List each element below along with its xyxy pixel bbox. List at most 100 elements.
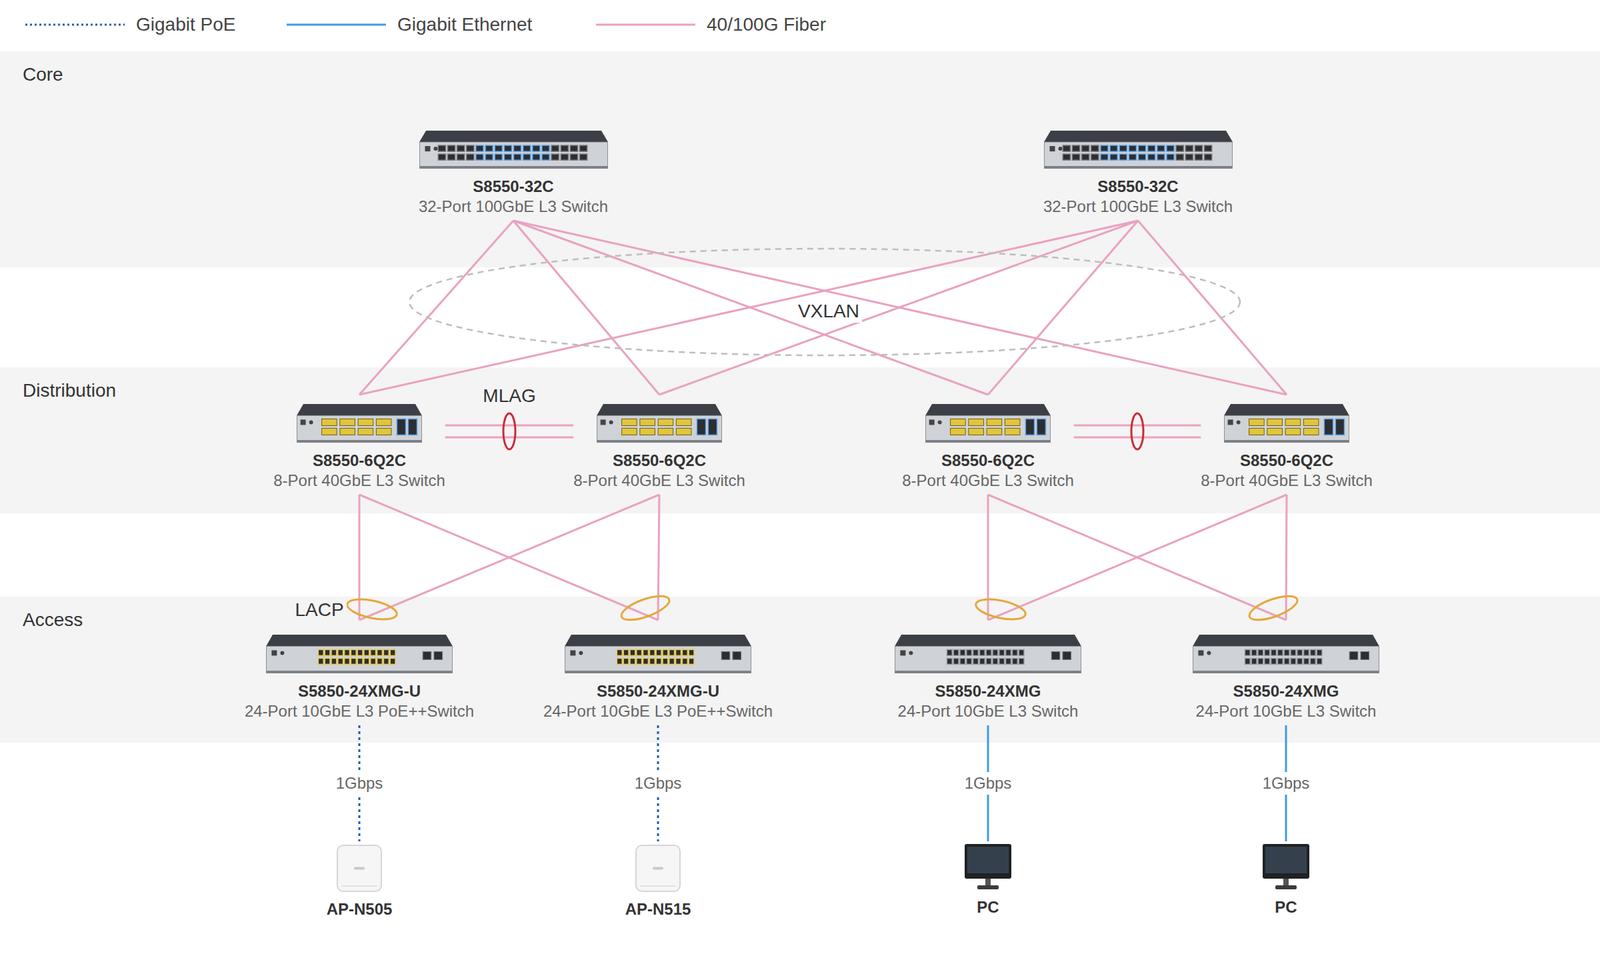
- device-description: 24-Port 10GbE L3 PoE++Switch: [244, 701, 474, 722]
- layer-band: AccessS5850-24XMG-U24-Port 10GbE L3 PoE+…: [0, 596, 1600, 743]
- switch-device: S8550-6Q2C8-Port 40GbE L3 Switch: [1200, 394, 1372, 495]
- monitor-neck: [1283, 878, 1289, 886]
- legend-line: [25, 24, 125, 26]
- monitor-screen: [967, 846, 1009, 874]
- switch-top: [419, 130, 608, 142]
- band-ground: [0, 367, 1600, 514]
- port-row: [424, 145, 587, 160]
- legend-sample: [286, 20, 386, 29]
- switch-device: S8550-32C32-Port 100GbE L3 Switch: [1043, 130, 1233, 221]
- device-icon: [894, 634, 1082, 674]
- switch-device: S8550-6Q2C8-Port 40GbE L3 Switch: [573, 394, 745, 495]
- monitor-neck: [985, 878, 991, 886]
- device-description: 32-Port 100GbE L3 Switch: [1043, 196, 1233, 217]
- switch-device: S8550-6Q2C8-Port 40GbE L3 Switch: [273, 394, 445, 495]
- lacp-ring: [974, 595, 1028, 623]
- fiber-link: [513, 220, 1287, 395]
- fiber-link: [1286, 494, 1287, 620]
- device-icon: [596, 404, 722, 443]
- device-name: AP-N515: [625, 899, 692, 920]
- switch-base: [266, 670, 452, 674]
- device-name: S8550-32C: [472, 176, 554, 197]
- monitor-frame: [1262, 844, 1310, 879]
- legend-text: Gigabit Ethernet: [397, 13, 532, 36]
- device-icon: [963, 844, 1013, 891]
- monitor-frame: [964, 844, 1012, 879]
- mlag-ring: [503, 413, 516, 450]
- device-icon: [1261, 844, 1311, 891]
- device-name: PC: [1274, 897, 1297, 918]
- switch-base: [564, 670, 751, 674]
- link-label-wrap: 1Gbps: [630, 772, 686, 795]
- ap-body: [636, 845, 680, 892]
- switch-device: S5850-24XMG-U24-Port 10GbE L3 PoE++Switc…: [543, 620, 773, 726]
- switch-base: [597, 440, 722, 443]
- band-ground: [0, 51, 1600, 268]
- band-title: Core: [22, 64, 64, 85]
- port-row: [929, 418, 1046, 435]
- switch-front: [1224, 415, 1350, 442]
- legend-sample: [596, 20, 696, 29]
- switch-top: [1044, 130, 1233, 142]
- overlay-label: VXLAN: [795, 300, 862, 323]
- legend-line: [286, 24, 386, 26]
- port-row: [900, 649, 1071, 664]
- port-row: [1049, 145, 1212, 160]
- device-icon: [634, 844, 682, 893]
- label-wrap: MLAG: [480, 384, 538, 408]
- device-icon: [1192, 634, 1380, 674]
- monitor-screen: [1265, 846, 1307, 874]
- switch-front: [1193, 646, 1380, 673]
- lacp-ring: [1246, 591, 1300, 625]
- access-point: AP-N515: [625, 841, 692, 924]
- ap-edge: [640, 885, 676, 887]
- switch-top: [296, 404, 422, 416]
- link-label-wrap: 1Gbps: [1258, 772, 1314, 795]
- switch-base: [297, 440, 422, 443]
- fiber-link: [358, 494, 360, 620]
- device-name: AP-N505: [326, 899, 393, 920]
- switch-base: [1044, 166, 1232, 169]
- device-description: 8-Port 40GbE L3 Switch: [273, 470, 445, 491]
- switch-base: [926, 440, 1051, 443]
- legend-text: 40/100G Fiber: [706, 13, 826, 36]
- fiber-link: [659, 220, 1138, 395]
- link-label-wrap: 1Gbps: [960, 772, 1016, 795]
- legend-sample: [25, 20, 125, 29]
- device-icon: [1044, 130, 1233, 169]
- switch-device: S8550-32C32-Port 100GbE L3 Switch: [418, 130, 608, 221]
- switch-top: [1192, 634, 1380, 646]
- fiber-link: [988, 494, 1286, 620]
- device-icon: [564, 634, 752, 674]
- fiber-link: [658, 494, 660, 620]
- fiber-link: [445, 425, 574, 438]
- switch-device: S8550-6Q2C8-Port 40GbE L3 Switch: [902, 394, 1074, 495]
- switch-base: [895, 670, 1082, 674]
- monitor-base: [1275, 885, 1297, 890]
- device-icon: [336, 844, 383, 893]
- device-name: S8550-32C: [1097, 176, 1178, 197]
- device-icon: [1224, 404, 1350, 443]
- ap-edge: [341, 885, 378, 887]
- device-name: PC: [976, 897, 999, 918]
- link-speed: 1Gbps: [960, 772, 1016, 795]
- device-description: 8-Port 40GbE L3 Switch: [902, 470, 1074, 491]
- switch-device: S5850-24XMG-U24-Port 10GbE L3 PoE++Switc…: [244, 620, 474, 726]
- device-description: 8-Port 40GbE L3 Switch: [573, 470, 745, 491]
- device-name: S5850-24XMG: [935, 681, 1042, 702]
- device-description: 24-Port 10GbE L3 Switch: [1196, 701, 1377, 722]
- fiber-link: [1074, 425, 1202, 438]
- port-row: [570, 649, 741, 664]
- label-wrap: LACP: [292, 598, 346, 622]
- link-speed: 1Gbps: [1258, 772, 1314, 795]
- device-icon: [925, 404, 1051, 443]
- switch-device: S5850-24XMG24-Port 10GbE L3 Switch: [1192, 620, 1380, 726]
- fiber-link: [359, 494, 660, 620]
- ap-logo: [354, 867, 365, 870]
- port-row: [1228, 418, 1345, 435]
- port-row: [300, 418, 418, 435]
- monitor-base: [977, 885, 999, 890]
- switch-base: [419, 166, 608, 169]
- device-icon: [296, 404, 422, 443]
